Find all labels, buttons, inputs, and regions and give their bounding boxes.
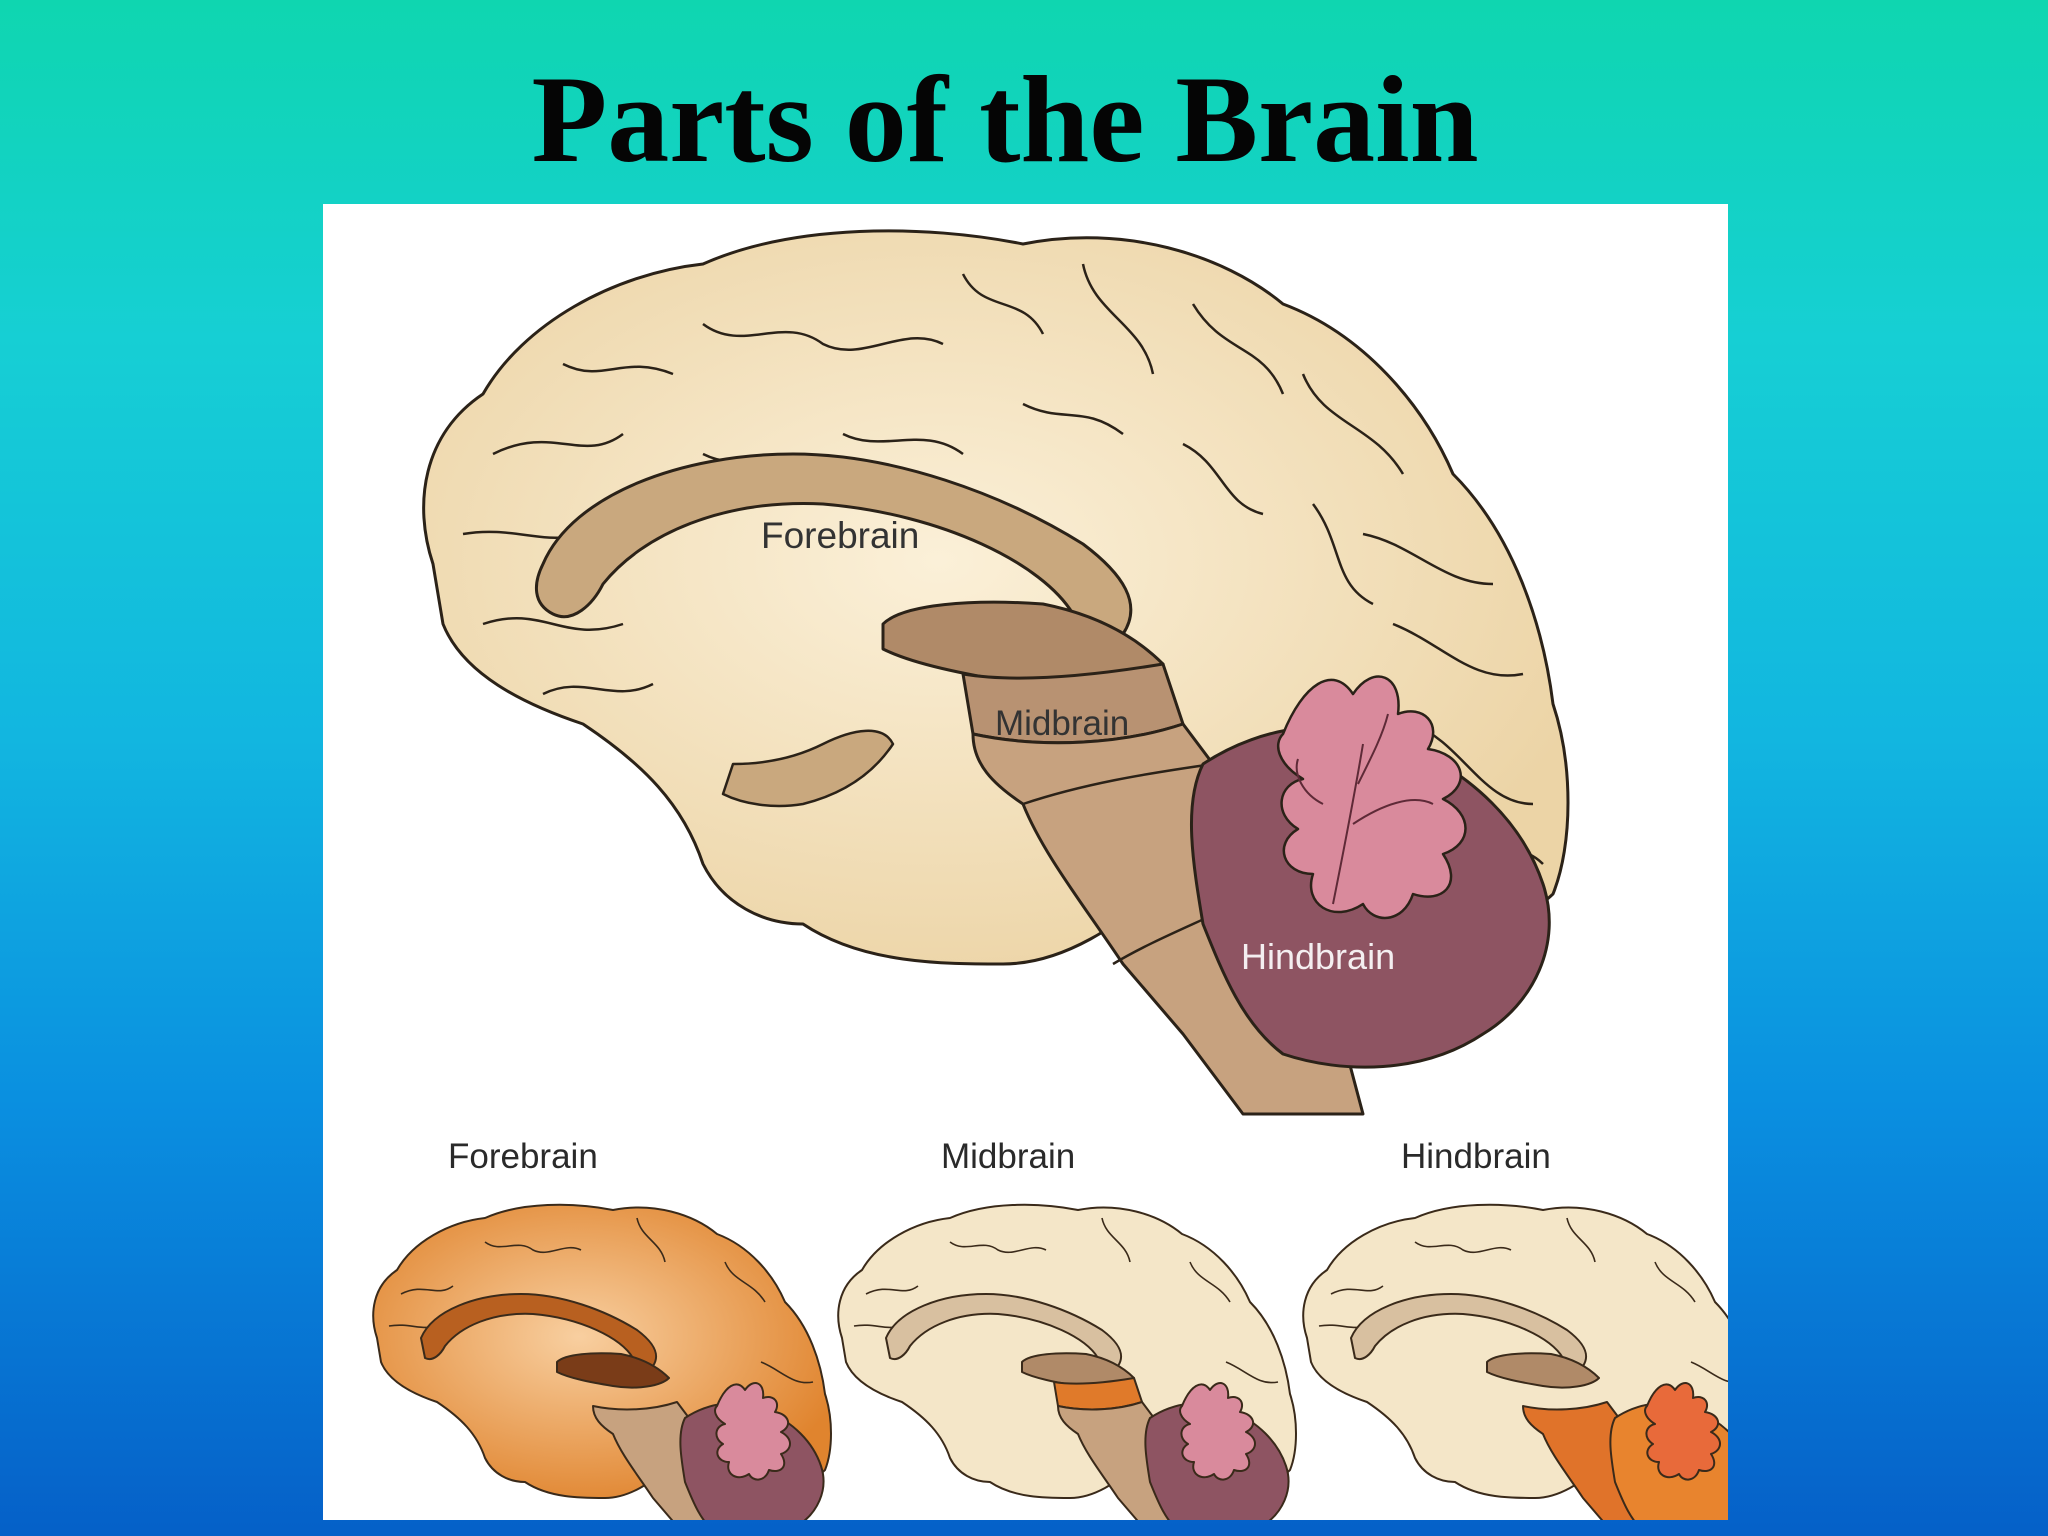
cerebellum-arbor [1277, 675, 1467, 920]
main-brain [422, 229, 1570, 1116]
slide-title: Parts of the Brain [531, 51, 1479, 188]
panel-caption-forebrain: Forebrain [448, 1137, 598, 1176]
label-forebrain: Forebrain [761, 515, 920, 556]
panel-caption-midbrain: Midbrain [941, 1137, 1076, 1176]
panel-hindbrain-graphic [1302, 1203, 1728, 1520]
label-midbrain: Midbrain [995, 704, 1130, 743]
panel-midbrain-graphic [837, 1203, 1297, 1520]
brain-diagram: Forebrain Midbrain Hindbrain Forebrain M… [323, 204, 1728, 1520]
panel-forebrain-graphic [372, 1203, 832, 1520]
panel-caption-hindbrain: Hindbrain [1401, 1137, 1551, 1176]
brain-diagram-graphic [372, 229, 1728, 1520]
label-hindbrain: Hindbrain [1241, 936, 1396, 977]
